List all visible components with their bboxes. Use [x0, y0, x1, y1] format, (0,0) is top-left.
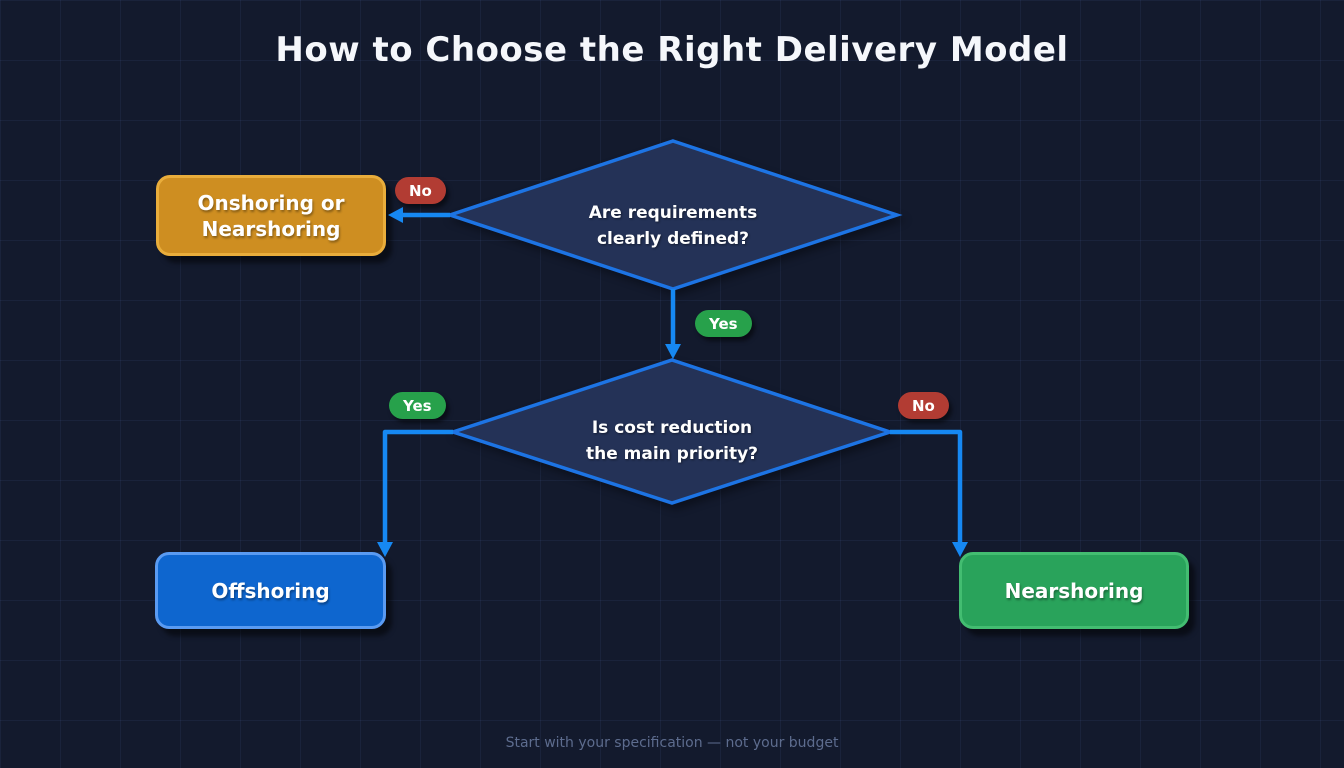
- outcome-nearshoring-label: Nearshoring: [1004, 578, 1144, 603]
- decision-requirements-line2: clearly defined?: [596, 229, 750, 249]
- decision-cost-line2: the main priority?: [585, 444, 759, 464]
- decision-requirements-label: Are requirements clearly defined?: [523, 195, 823, 257]
- outcome-onshoring-line2: Nearshoring: [201, 216, 341, 241]
- badge-yes-requirements: Yes: [695, 310, 752, 337]
- footer-tagline: Start with your specification — not your…: [505, 735, 839, 751]
- outcome-offshoring: Offshoring: [155, 552, 386, 629]
- edge-cost-yes: [382, 429, 453, 544]
- badge-no-cost: No: [898, 392, 949, 419]
- page-title: How to Choose the Right Delivery Model: [275, 30, 1069, 70]
- outcome-onshoring-or-nearshoring: Onshoring or Nearshoring: [156, 175, 386, 256]
- edge-cost-no: [890, 429, 963, 544]
- decision-requirements-line1: Are requirements: [588, 203, 758, 223]
- decision-cost-label: Is cost reduction the main priority?: [522, 410, 822, 472]
- arrowhead-to-cost-decision: [665, 344, 681, 359]
- decision-cost-line1: Is cost reduction: [591, 418, 753, 438]
- badge-yes-cost: Yes: [389, 392, 446, 419]
- outcome-nearshoring: Nearshoring: [959, 552, 1189, 629]
- outcome-onshoring-line1: Onshoring or: [197, 190, 345, 215]
- badge-no-requirements: No: [395, 177, 446, 204]
- arrowhead-to-onshoring: [388, 207, 403, 223]
- outcome-offshoring-label: Offshoring: [211, 578, 330, 603]
